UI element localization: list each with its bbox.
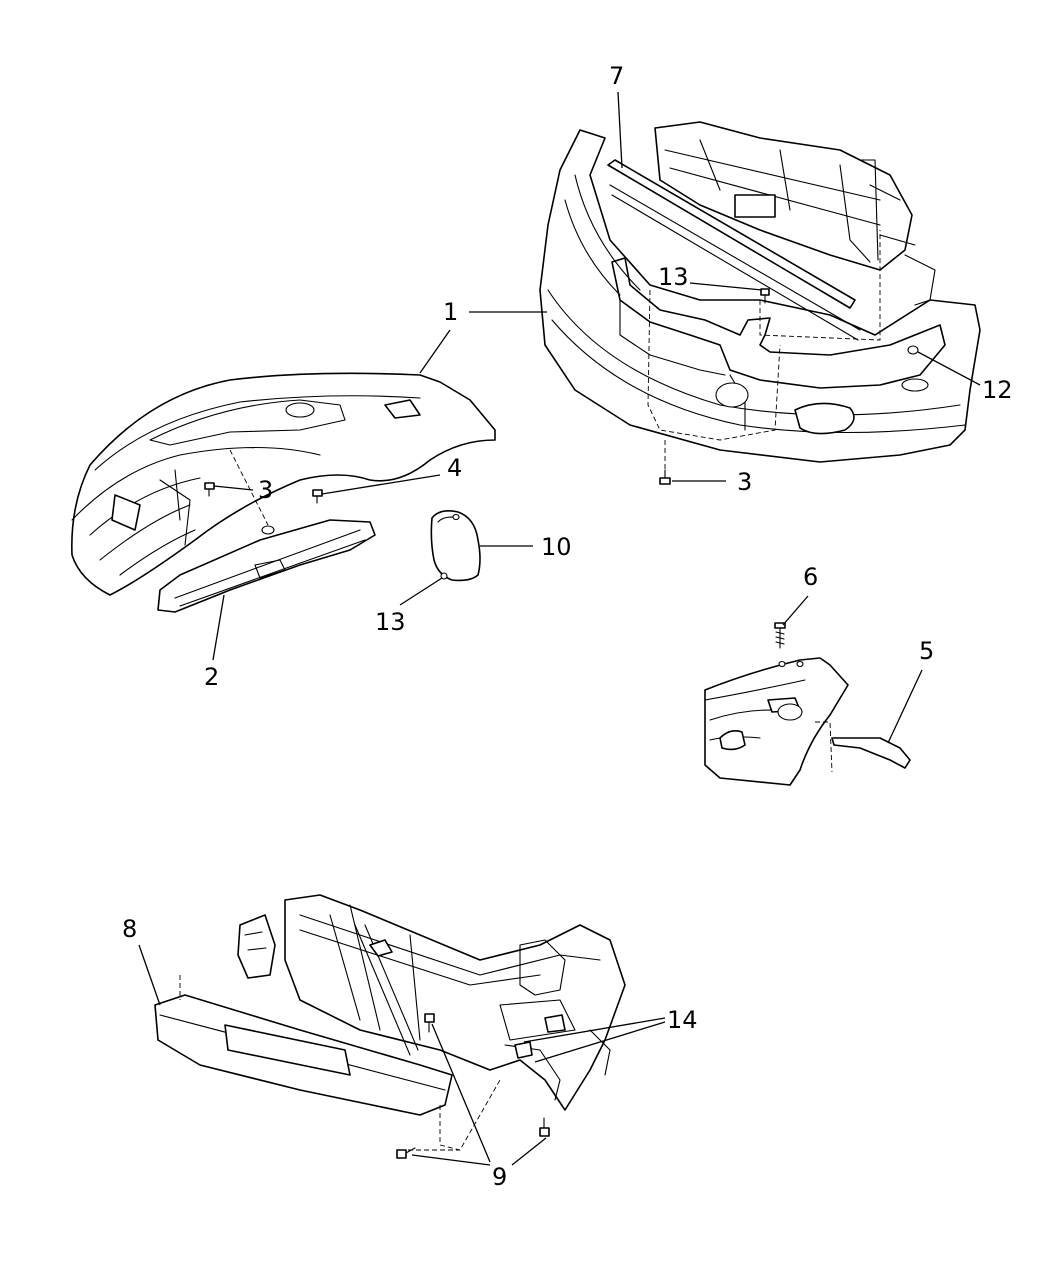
splash-shield: [157, 519, 376, 613]
callout-2: 2: [204, 663, 219, 691]
callout-12: 12: [982, 376, 1013, 404]
bolt-9-right: [539, 1117, 550, 1137]
callout-5: 5: [919, 637, 934, 665]
screw-6: [774, 622, 786, 649]
callout-7: 7: [609, 62, 624, 90]
bolt-9-center: [424, 1013, 435, 1033]
reinforcement-bar: [654, 121, 913, 271]
fastener-13-top: [760, 288, 770, 304]
bumper-beam-assembly: [154, 975, 550, 1159]
fascia-side-view: [71, 372, 496, 613]
callout-3-right: 3: [737, 468, 752, 496]
callout-labels: 7 1 13 12 3 3 4 10 13 2 6 5 8 14 9: [122, 62, 1013, 1191]
fog-lamp-hole: [901, 378, 929, 392]
callout-13-bottom: 13: [375, 608, 406, 636]
callout-10: 10: [541, 533, 572, 561]
corner-slot: [111, 494, 141, 531]
radiator-support: [284, 894, 626, 1111]
callout-4: 4: [447, 454, 462, 482]
fascia-corner-detail: [704, 622, 911, 786]
callout-6: 6: [803, 563, 818, 591]
tow-hook-cover: [430, 510, 481, 582]
beam-slot: [224, 1024, 351, 1076]
callout-14: 14: [667, 1006, 698, 1034]
radiator-support-assembly: [237, 894, 626, 1111]
bolt-9-left: [396, 1147, 416, 1159]
callout-1: 1: [443, 298, 458, 326]
leader-lines: [138, 91, 981, 1166]
lower-intake: [794, 402, 855, 435]
fastener-4: [312, 489, 323, 504]
grille-opening: [611, 257, 946, 389]
front-fascia-assembly: [539, 121, 981, 485]
callout-13-top: 13: [658, 263, 689, 291]
callout-3-left: 3: [258, 476, 273, 504]
left-bracket: [237, 914, 276, 979]
side-marker-slot: [384, 399, 421, 419]
fastener-12: [907, 345, 919, 355]
fastener-3-bottom: [659, 469, 671, 485]
bar-bracket: [734, 194, 776, 218]
callout-9: 9: [492, 1163, 507, 1191]
corner-trim-strip: [831, 737, 911, 769]
callout-8: 8: [122, 915, 137, 943]
fascia-side-panel: [71, 372, 496, 596]
grille-strip: [607, 159, 856, 309]
